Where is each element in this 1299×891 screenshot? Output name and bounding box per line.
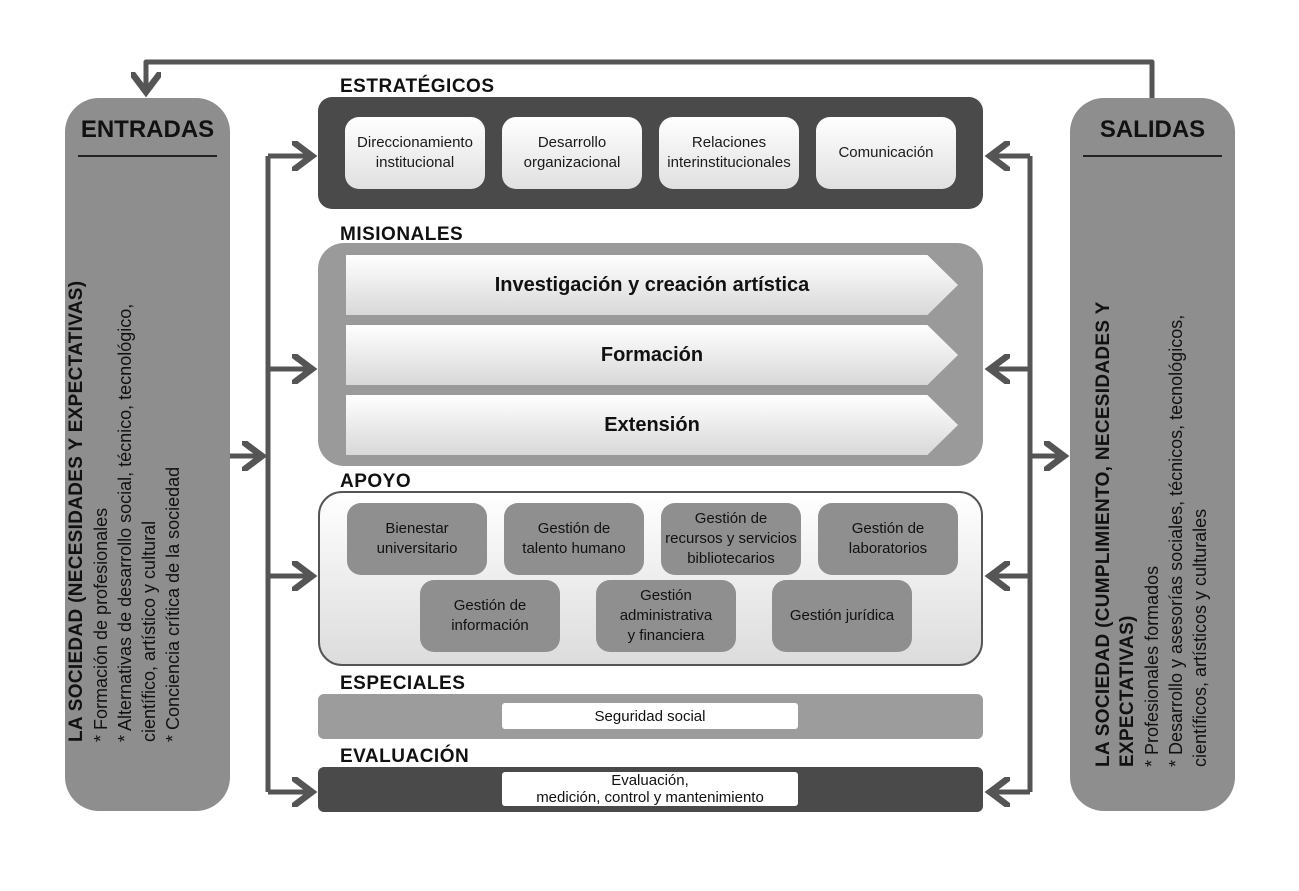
pill-line: Gestión de — [537, 520, 611, 537]
apoyo-bibliotecarios: Gestión de recursos y servicios biblioteca… — [661, 503, 801, 575]
apoyo-bienestar: Bienestar universitario — [347, 503, 487, 575]
entradas-item-1: * Formación de profesionales — [91, 507, 111, 742]
especiales-seguridad-social: Seguridad social — [502, 703, 798, 729]
misionales-label: MISIONALES — [340, 224, 464, 245]
pill-line: Gestión de — [453, 597, 527, 614]
pill-line: organizacional — [523, 154, 621, 171]
pill-line: Gestión — [640, 587, 692, 604]
pill-line: Direccionamiento — [357, 134, 473, 151]
estrategicos-panel: Direccionamiento institucional Desarrollo… — [318, 97, 983, 209]
salidas-item-2-cont: científicos, artísticos y culturales — [1190, 508, 1210, 767]
pill-line: recursos y servicios — [665, 530, 797, 547]
misional-investigacion: Investigación y creación artística — [346, 255, 958, 315]
pill-line: interinstitucionales — [667, 154, 791, 171]
salidas-text: LA SOCIEDAD (CUMPLIMIENTO, NECESIDADES Y… — [1092, 267, 1222, 767]
pill-line: bibliotecarios — [687, 550, 775, 567]
pill-line: Gestión jurídica — [789, 607, 895, 624]
apoyo-panel: Bienestar universitario Gestión de talento… — [318, 491, 983, 666]
pill-line: Bienestar — [385, 520, 449, 537]
misional-extension: Extensión — [346, 395, 958, 455]
pill-line: y financiera — [627, 627, 705, 644]
pill-line: Relaciones — [691, 134, 767, 151]
salidas-title: SALIDAS — [1099, 116, 1206, 143]
salidas-heading-1: LA SOCIEDAD (CUMPLIMIENTO, NECESIDADES Y — [1093, 301, 1114, 767]
evaluacion-panel: Evaluación,medición, control y mantenimi… — [318, 767, 983, 812]
apoyo-administrativa: Gestión administrativa y financiera — [596, 580, 736, 652]
estrategico-relaciones: Relaciones interinstitucionales — [659, 117, 799, 189]
salidas-item-2: * Desarrollo y asesorías sociales, técni… — [1166, 314, 1186, 767]
pill-line: institucional — [375, 154, 455, 171]
pill-line: talento humano — [522, 540, 626, 557]
entradas-title: ENTRADAS — [80, 116, 215, 143]
entradas-panel: ENTRADAS — [65, 98, 230, 811]
estrategico-desarrollo: Desarrollo organizacional — [502, 117, 642, 189]
evaluacion-label: EVALUACIÓN — [340, 746, 470, 767]
estrategicos-label: ESTRATÉGICOS — [340, 76, 495, 97]
pill-line: Gestión de — [851, 520, 925, 537]
pill-line: universitario — [376, 540, 458, 557]
estrategico-comunicacion: Comunicación — [816, 117, 956, 189]
entradas-text: LA SOCIEDAD (NECESIDADES Y EXPECTATIVAS)… — [65, 242, 195, 742]
especiales-label: ESPECIALES — [340, 673, 466, 694]
pill-line: información — [451, 617, 529, 634]
salidas-divider — [1083, 155, 1222, 157]
apoyo-label: APOYO — [340, 471, 412, 492]
eval-line: Evaluación, — [611, 772, 689, 789]
entradas-item-2: * Alternativas de desarrollo social, téc… — [115, 303, 135, 742]
evaluacion-item: Evaluación,medición, control y mantenimi… — [502, 772, 798, 806]
pill-line: laboratorios — [848, 540, 928, 557]
entradas-heading: LA SOCIEDAD (NECESIDADES Y EXPECTATIVAS) — [66, 280, 87, 742]
misional-formacion: Formación — [346, 325, 958, 385]
apoyo-juridica: Gestión jurídica — [772, 580, 912, 652]
pill-line: Desarrollo — [537, 134, 607, 151]
pill-line: Gestión de — [694, 510, 768, 527]
entradas-item-2-cont: científico, artístico y cultural — [139, 520, 159, 742]
estrategico-direccionamiento: Direccionamiento institucional — [345, 117, 485, 189]
pill-line: Comunicación — [838, 144, 934, 161]
eval-line: medición, control y mantenimiento — [536, 789, 764, 806]
apoyo-informacion: Gestión de información — [420, 580, 560, 652]
salidas-item-1: * Profesionales formados — [1142, 565, 1162, 767]
pill-line: administrativa — [619, 607, 713, 624]
salidas-heading-2: EXPECTATIVAS) — [1117, 615, 1138, 767]
apoyo-laboratorios: Gestión de laboratorios — [818, 503, 958, 575]
entradas-divider — [78, 155, 217, 157]
salidas-panel: SALIDAS — [1070, 98, 1235, 811]
apoyo-talento-humano: Gestión de talento humano — [504, 503, 644, 575]
especiales-panel: Seguridad social — [318, 694, 983, 739]
entradas-item-3: * Conciencia crítica de la sociedad — [163, 466, 183, 742]
